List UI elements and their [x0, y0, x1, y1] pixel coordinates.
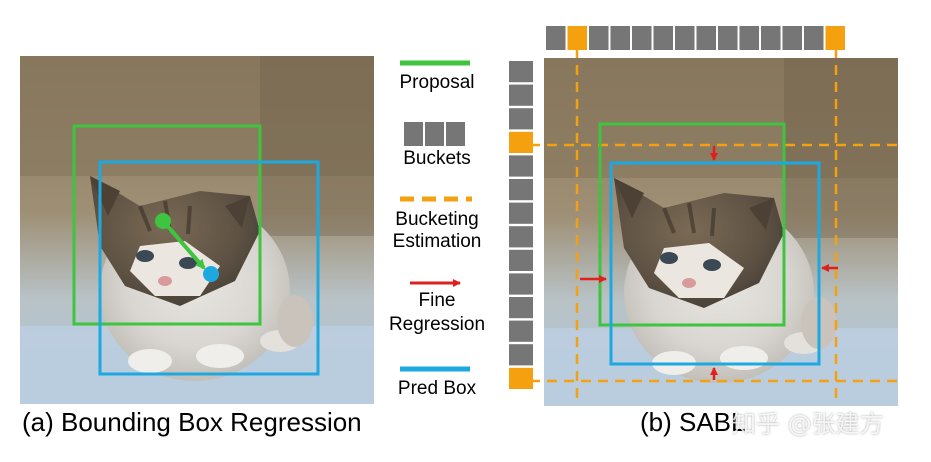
top-bucket-1 [567, 26, 587, 50]
watermark: 知乎 @张建方 [732, 410, 884, 438]
top-bucket-strip [546, 26, 845, 50]
panel-b-pred-box [609, 161, 821, 366]
left-bucket-9 [509, 273, 533, 295]
bucketing-estimation-lines [530, 48, 898, 400]
top-bucket-4 [632, 26, 652, 50]
top-bucket-5 [653, 26, 673, 50]
top-bucket-10 [761, 26, 781, 50]
panel-a-proposal-box [72, 124, 262, 326]
top-bucket-11 [782, 26, 802, 50]
panel-a-proposal-center [155, 213, 171, 229]
left-bucket-0 [509, 61, 533, 83]
legend-pred-box-label: Pred Box [397, 378, 477, 399]
left-bucket-8 [509, 249, 533, 271]
panel-b-image [542, 56, 900, 408]
panel-a-pred-box [98, 160, 320, 376]
caption-right: (b) SABL [640, 407, 746, 437]
top-bucket-8 [718, 26, 738, 50]
left-bucket-11 [509, 320, 533, 342]
legend-fine-regression-label-1: Fine [418, 290, 456, 311]
caption-left: (a) Bounding Box Regression [22, 407, 362, 437]
legend-fine-regression-label-2: Regression [388, 314, 486, 335]
top-bucket-9 [739, 26, 759, 50]
left-bucket-6 [509, 202, 533, 224]
left-bucket-12 [509, 344, 533, 366]
left-bucket-1 [509, 84, 533, 106]
top-bucket-2 [589, 26, 609, 50]
left-bucket-2 [509, 108, 533, 130]
top-bucket-12 [804, 26, 824, 50]
left-bucket-10 [509, 297, 533, 319]
legend-bucketing-estimation-label-1: Bucketing [395, 209, 479, 230]
panel-a-pred-center [203, 266, 219, 282]
left-bucket-strip [509, 61, 533, 389]
left-bucket-4 [509, 155, 533, 177]
top-bucket-6 [675, 26, 695, 50]
top-bucket-0 [546, 26, 566, 50]
fine-regression-arrows [580, 146, 838, 380]
panel-a-regression-arrow [161, 219, 206, 270]
left-bucket-7 [509, 226, 533, 248]
legend-buckets-icon [404, 122, 465, 146]
legend-proposal-label: Proposal [399, 72, 475, 93]
panel-b-proposal-box [598, 122, 786, 327]
left-bucket-13 [509, 367, 533, 389]
legend-buckets-label: Buckets [403, 148, 471, 169]
left-bucket-5 [509, 179, 533, 201]
left-bucket-3 [509, 131, 533, 153]
legend-bucketing-estimation-label-2: Estimation [392, 231, 482, 252]
top-bucket-3 [610, 26, 630, 50]
top-bucket-7 [696, 26, 716, 50]
top-bucket-13 [825, 26, 845, 50]
